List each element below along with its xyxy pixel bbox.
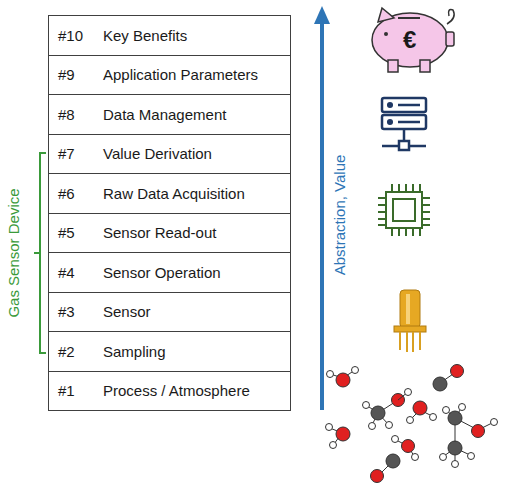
layer-number: #8 <box>58 106 75 124</box>
layer-number: #6 <box>58 185 75 203</box>
layer-row: #10 Key Benefits <box>48 15 291 56</box>
layer-row: #4 Sensor Operation <box>48 252 291 293</box>
layer-number: #4 <box>58 264 75 282</box>
layer-name: Data Management <box>103 106 226 124</box>
layer-number: #10 <box>58 27 83 45</box>
layer-row: #1 Process / Atmosphere <box>48 371 291 411</box>
layer-number: #3 <box>58 303 75 321</box>
layer-name: Sensor <box>103 303 151 321</box>
layer-number: #9 <box>58 66 75 84</box>
piggy-bank-icon <box>372 8 454 72</box>
bracket-label: Gas Sensor Device <box>5 185 23 320</box>
layer-row: #9 Application Parameters <box>48 55 291 95</box>
layer-number: #5 <box>58 224 75 242</box>
layer-number: #2 <box>58 343 75 361</box>
layer-number: #1 <box>58 382 75 400</box>
server-icon <box>382 98 426 150</box>
sensor-icon <box>394 290 426 352</box>
layer-name: Sensor Operation <box>103 264 221 282</box>
gas-molecules <box>326 365 498 483</box>
layer-row: #3 Sensor <box>48 292 291 332</box>
layer-row: #5 Sensor Read-out <box>48 213 291 253</box>
layer-number: #7 <box>58 145 75 163</box>
layer-row: #8 Data Management <box>48 94 291 135</box>
layer-row: #6 Raw Data Acquisition <box>48 173 291 214</box>
layer-name: Key Benefits <box>103 27 187 45</box>
abstraction-arrow <box>314 6 330 410</box>
arrow-label: Abstraction, Value <box>331 152 349 279</box>
layer-name: Application Parameters <box>103 66 258 84</box>
layer-name: Raw Data Acquisition <box>103 185 245 203</box>
layer-name: Process / Atmosphere <box>103 382 250 400</box>
layer-name: Sampling <box>103 343 166 361</box>
layer-name: Value Derivation <box>103 145 212 163</box>
chip-icon <box>378 184 430 236</box>
layer-row: #2 Sampling <box>48 331 291 372</box>
layer-row: #7 Value Derivation <box>48 134 291 174</box>
layer-name: Sensor Read-out <box>103 224 216 242</box>
device-bracket <box>34 153 46 353</box>
currency-symbol: € <box>403 27 416 53</box>
